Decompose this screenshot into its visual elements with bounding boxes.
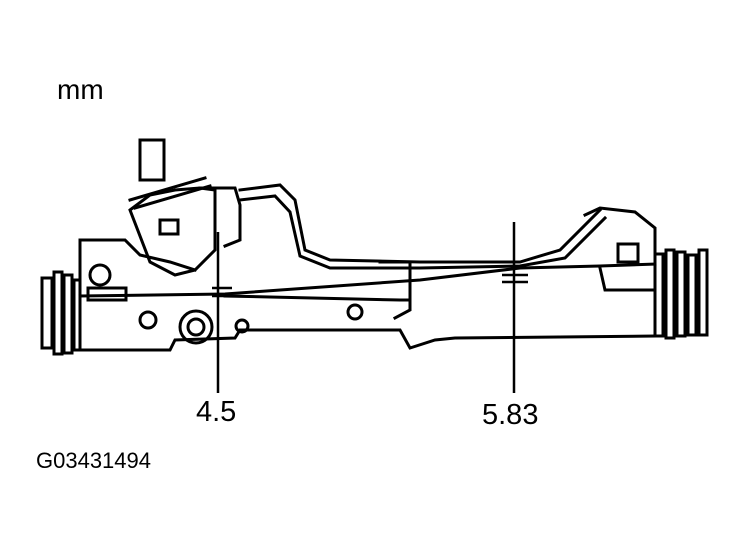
rack-housing-bottom <box>78 328 657 352</box>
left-mount <box>78 238 197 302</box>
dimension-label-1: 4.5 <box>196 396 237 428</box>
fluid-line-2 <box>238 194 608 270</box>
dimension-lines <box>212 222 528 393</box>
dimension-label-2: 5.83 <box>482 399 539 431</box>
pinion-valve-body <box>128 138 242 277</box>
left-boot <box>40 270 82 356</box>
fluid-line-1 <box>238 183 603 264</box>
right-boot <box>653 248 709 340</box>
right-mount <box>583 206 657 292</box>
unit-label: mm <box>57 74 104 105</box>
figure-id: G03431494 <box>36 448 151 473</box>
rack-housing-top <box>78 262 657 298</box>
